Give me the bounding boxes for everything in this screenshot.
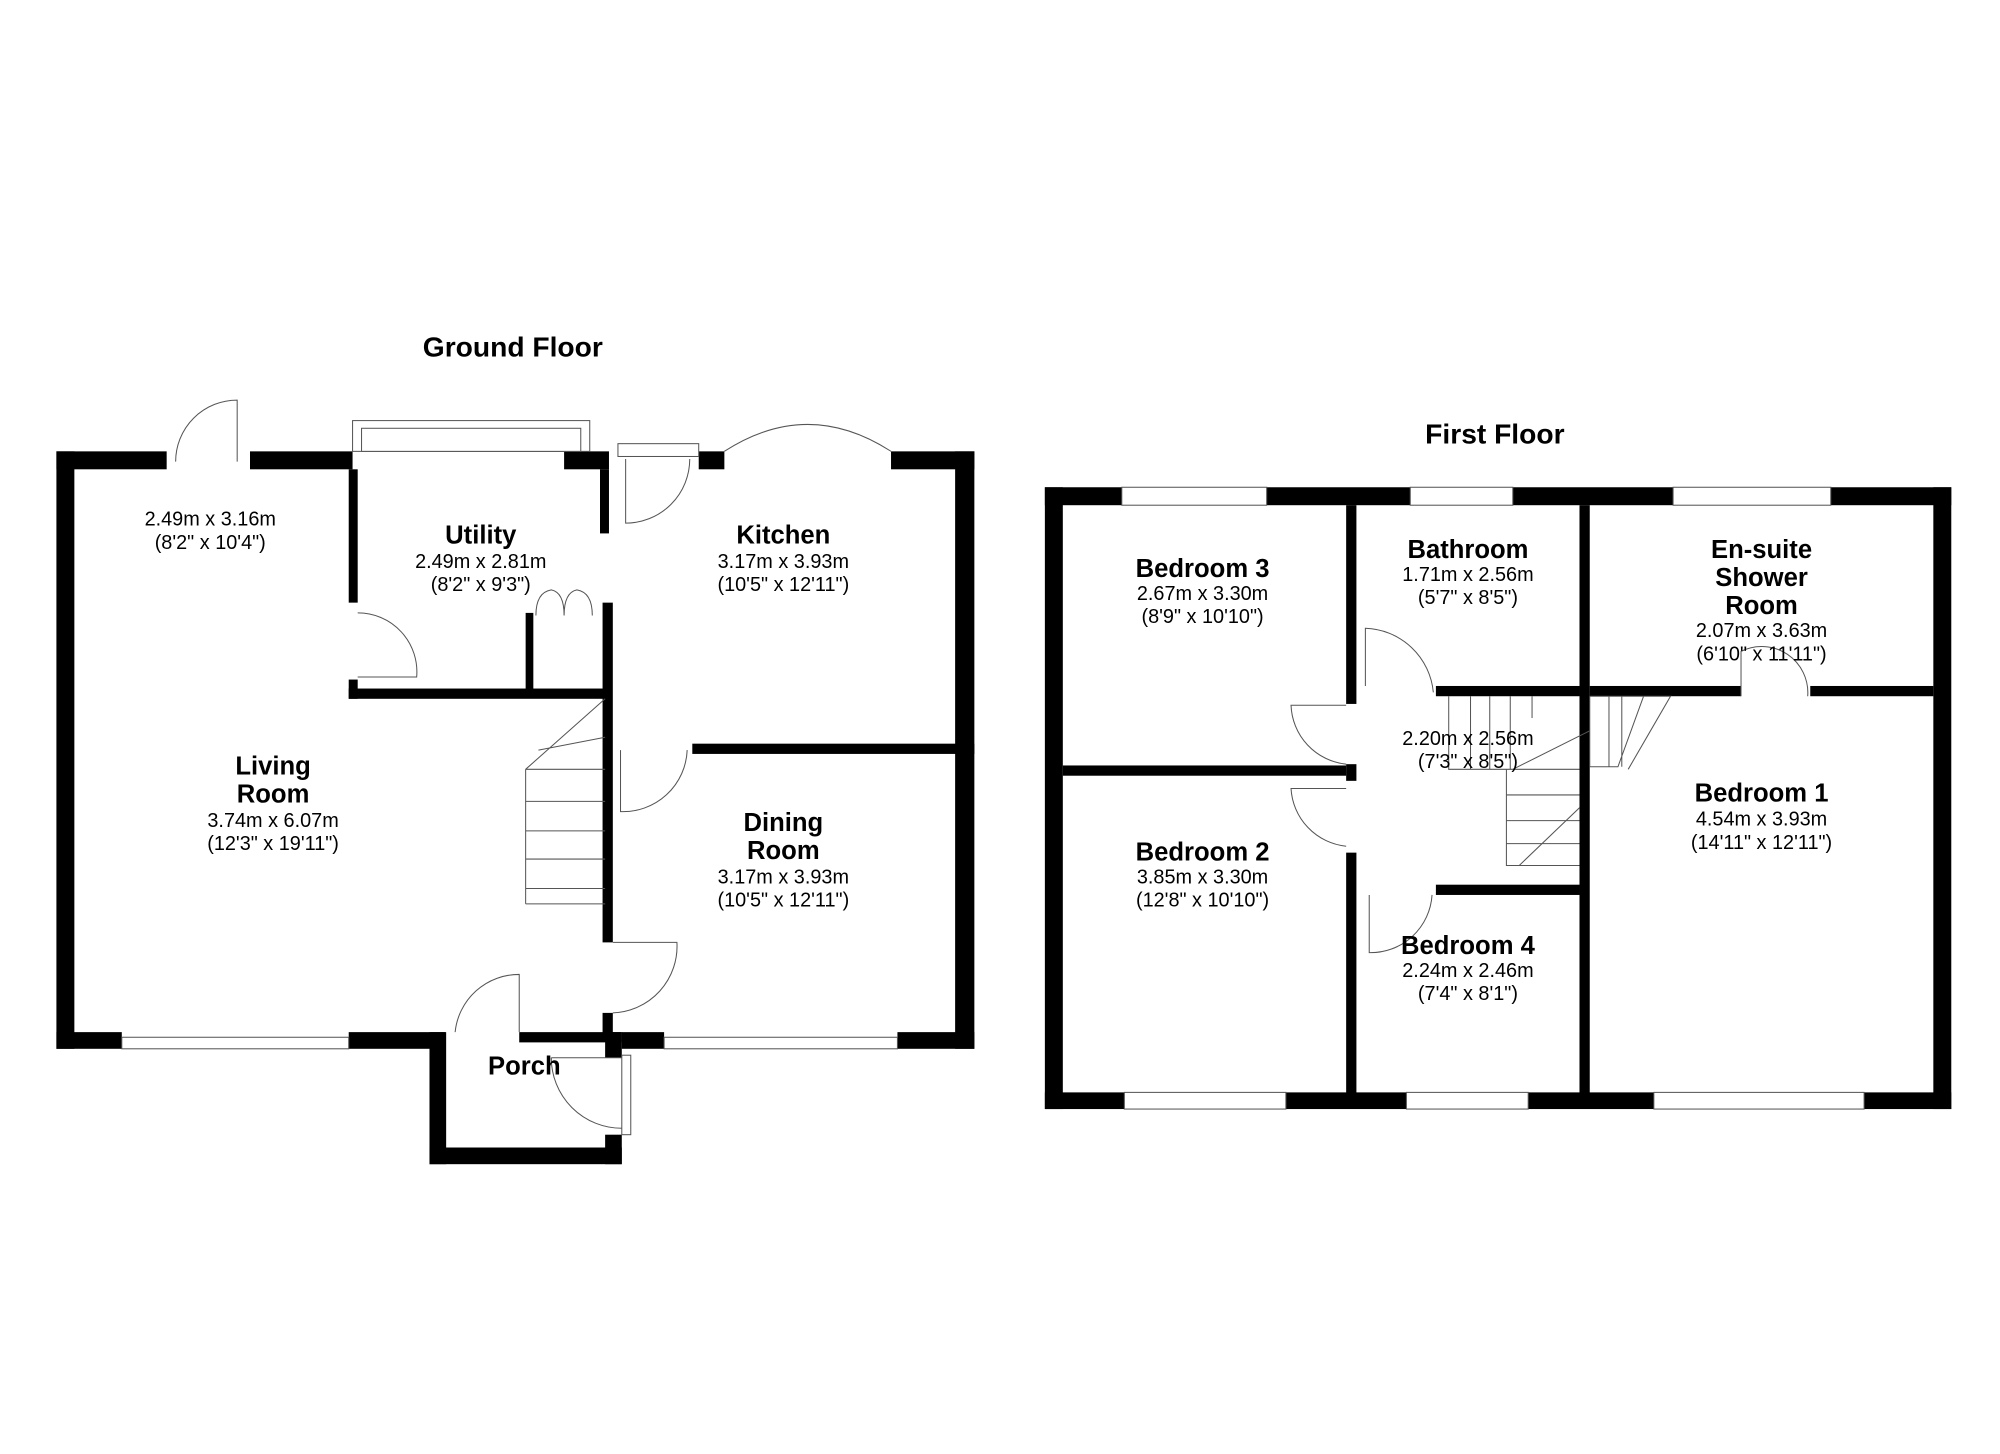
kitchen-label: Kitchen <box>736 522 830 550</box>
bathroom-dimensions-metric: 1.71m x 2.56m <box>1402 564 1533 586</box>
utility-dimensions-imperial: (8'2" x 9'3") <box>431 574 531 596</box>
first-floor-windows <box>1121 486 1865 1110</box>
living-room-label: Living <box>235 752 310 780</box>
ground-floor-walls <box>56 451 975 1165</box>
bathroom-dimensions-imperial: (5'7" x 8'5") <box>1418 587 1518 609</box>
ensuite-label-2: Shower <box>1715 564 1808 592</box>
first-floor-plan: First Floor <box>1044 418 1952 1110</box>
living-room-dimensions-imperial: (12'3" x 19'11") <box>207 833 339 855</box>
utility-label: Utility <box>445 522 517 550</box>
ensuite-dimensions-imperial: (6'10" x 11'11") <box>1696 643 1826 665</box>
conservatory-dimensions-imperial: (8'2" x 10'4") <box>155 532 266 554</box>
dining-room-dimensions-metric: 3.17m x 3.93m <box>718 866 849 888</box>
bedroom-3-dimensions-metric: 2.67m x 3.30m <box>1137 583 1268 605</box>
ground-floor-doors <box>175 399 892 1129</box>
bedroom-1-dimensions-metric: 4.54m x 3.93m <box>1696 809 1827 831</box>
landing-dimensions-imperial: (7'3" x 8'5") <box>1418 751 1518 773</box>
porch-label: Porch <box>488 1052 561 1080</box>
living-room-label-2: Room <box>237 781 310 809</box>
bedroom-3-dimensions-imperial: (8'9" x 10'10") <box>1141 606 1263 628</box>
ground-floor-plan: Ground Floor <box>56 330 975 1165</box>
bedroom-4-dimensions-metric: 2.24m x 2.46m <box>1402 960 1533 982</box>
ground-floor-windows <box>121 420 898 1136</box>
bedroom-4-label: Bedroom 4 <box>1401 932 1536 960</box>
first-floor-title: First Floor <box>1425 418 1564 450</box>
ensuite-label: En-suite <box>1711 536 1812 564</box>
landing-dimensions-metric: 2.20m x 2.56m <box>1402 728 1533 750</box>
bedroom-2-dimensions-metric: 3.85m x 3.30m <box>1137 866 1268 888</box>
bedroom-4-dimensions-imperial: (7'4" x 8'1") <box>1418 983 1518 1005</box>
living-room-dimensions-metric: 3.74m x 6.07m <box>207 810 338 832</box>
ensuite-label-3: Room <box>1725 592 1798 620</box>
first-floor-doors <box>1290 627 1809 954</box>
bathroom-label: Bathroom <box>1407 536 1528 564</box>
ground-floor-stairs <box>525 698 606 905</box>
dining-room-dimensions-imperial: (10'5" x 12'11") <box>717 889 849 911</box>
ensuite-dimensions-metric: 2.07m x 3.63m <box>1696 620 1827 642</box>
ground-floor-title: Ground Floor <box>423 330 603 362</box>
bedroom-1-dimensions-imperial: (14'11" x 12'11") <box>1691 832 1832 854</box>
utility-dimensions-metric: 2.49m x 2.81m <box>415 551 546 573</box>
bedroom-2-dimensions-imperial: (12'8" x 10'10") <box>1136 889 1269 911</box>
kitchen-dimensions-metric: 3.17m x 3.93m <box>718 551 849 573</box>
conservatory-dimensions-metric: 2.49m x 3.16m <box>145 509 276 531</box>
dining-room-label-2: Room <box>747 837 820 865</box>
bedroom-1-label: Bedroom 1 <box>1695 779 1829 807</box>
dining-room-label: Dining <box>743 809 823 837</box>
kitchen-dimensions-imperial: (10'5" x 12'11") <box>717 574 849 596</box>
bedroom-2-label: Bedroom 2 <box>1136 838 1270 866</box>
first-floor-stairs <box>1448 695 1672 866</box>
bedroom-3-label: Bedroom 3 <box>1136 555 1270 583</box>
